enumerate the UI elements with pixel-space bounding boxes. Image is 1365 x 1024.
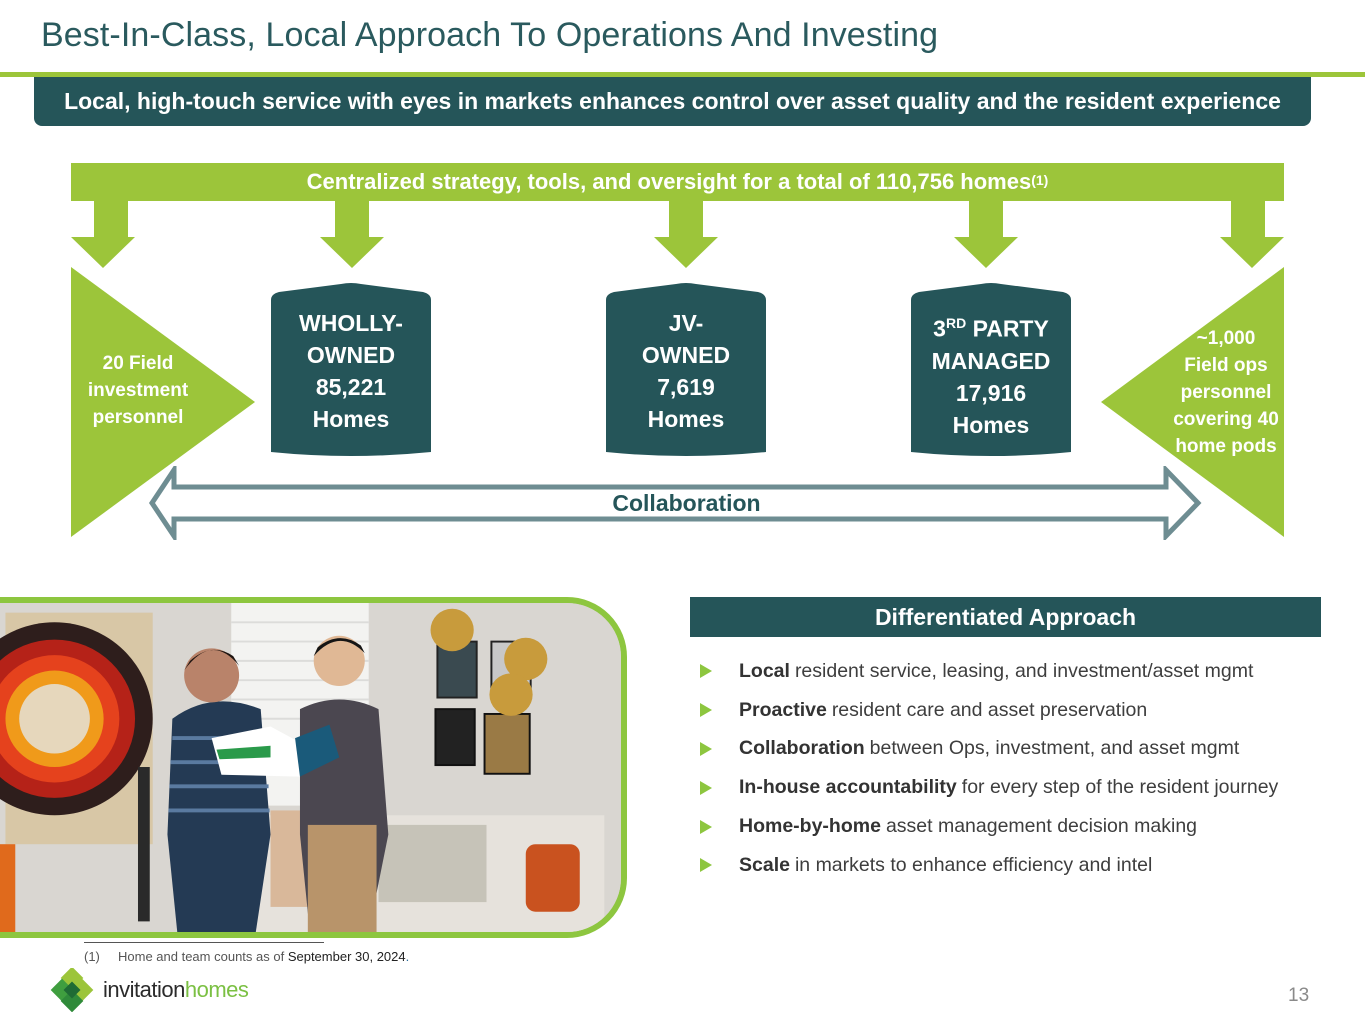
logo-mark-icon — [50, 968, 94, 1012]
photo-frame — [0, 597, 627, 938]
collaboration-label: Collaboration — [612, 490, 761, 516]
field-investment-label: 20 Field investment personnel — [87, 353, 189, 428]
home-count: 17,916 — [955, 379, 1027, 406]
footnote-ref: (1) — [1031, 172, 1049, 188]
house-shape-icon — [271, 283, 431, 456]
triangle-bullet-icon — [700, 664, 712, 679]
team-photo — [0, 603, 621, 932]
house-wholly-owned: WHOLLY- OWNED 85,221 Homes — [271, 282, 431, 457]
field-ops-label: ~1,000 Field ops personnel covering 40 h… — [1173, 328, 1279, 457]
centralized-strategy-bar: Centralized strategy, tools, and oversig… — [71, 163, 1284, 201]
footnote-divider — [84, 942, 324, 943]
invitation-homes-logo: invitationhomes — [50, 968, 249, 1012]
triangle-bullet-icon — [700, 703, 712, 718]
house-jv-owned: JV- OWNED 7,619 Homes — [606, 282, 766, 457]
collaboration-double-arrow-icon — [148, 466, 1202, 540]
home-count: 85,221 — [315, 374, 387, 400]
down-arrow-icon — [654, 200, 718, 268]
triangle-bullet-icon — [700, 858, 712, 873]
down-arrow-icon — [71, 200, 135, 268]
footnote: (1)Home and team counts as of September … — [84, 949, 410, 964]
title-divider — [0, 72, 1365, 77]
house-third-party-managed: 3RD PARTY MANAGED 17,916 Homes — [911, 282, 1071, 457]
subtitle-banner: Local, high-touch service with eyes in m… — [34, 77, 1311, 126]
house-shape-icon — [606, 283, 766, 456]
down-arrow-icon — [320, 200, 384, 268]
home-count: 7,619 — [657, 374, 715, 400]
house-shape-icon — [911, 283, 1071, 456]
page-title: Best-In-Class, Local Approach To Operati… — [41, 16, 939, 54]
down-arrow-icon — [1220, 200, 1284, 268]
triangle-bullet-icon — [700, 819, 712, 834]
page-number: 13 — [1288, 985, 1310, 1006]
centralized-strategy-text: Centralized strategy, tools, and oversig… — [306, 169, 1032, 194]
differentiated-approach-header: Differentiated Approach — [690, 597, 1321, 637]
triangle-bullet-icon — [700, 741, 712, 756]
triangle-bullet-icon — [700, 780, 712, 795]
down-arrow-icon — [954, 200, 1018, 268]
